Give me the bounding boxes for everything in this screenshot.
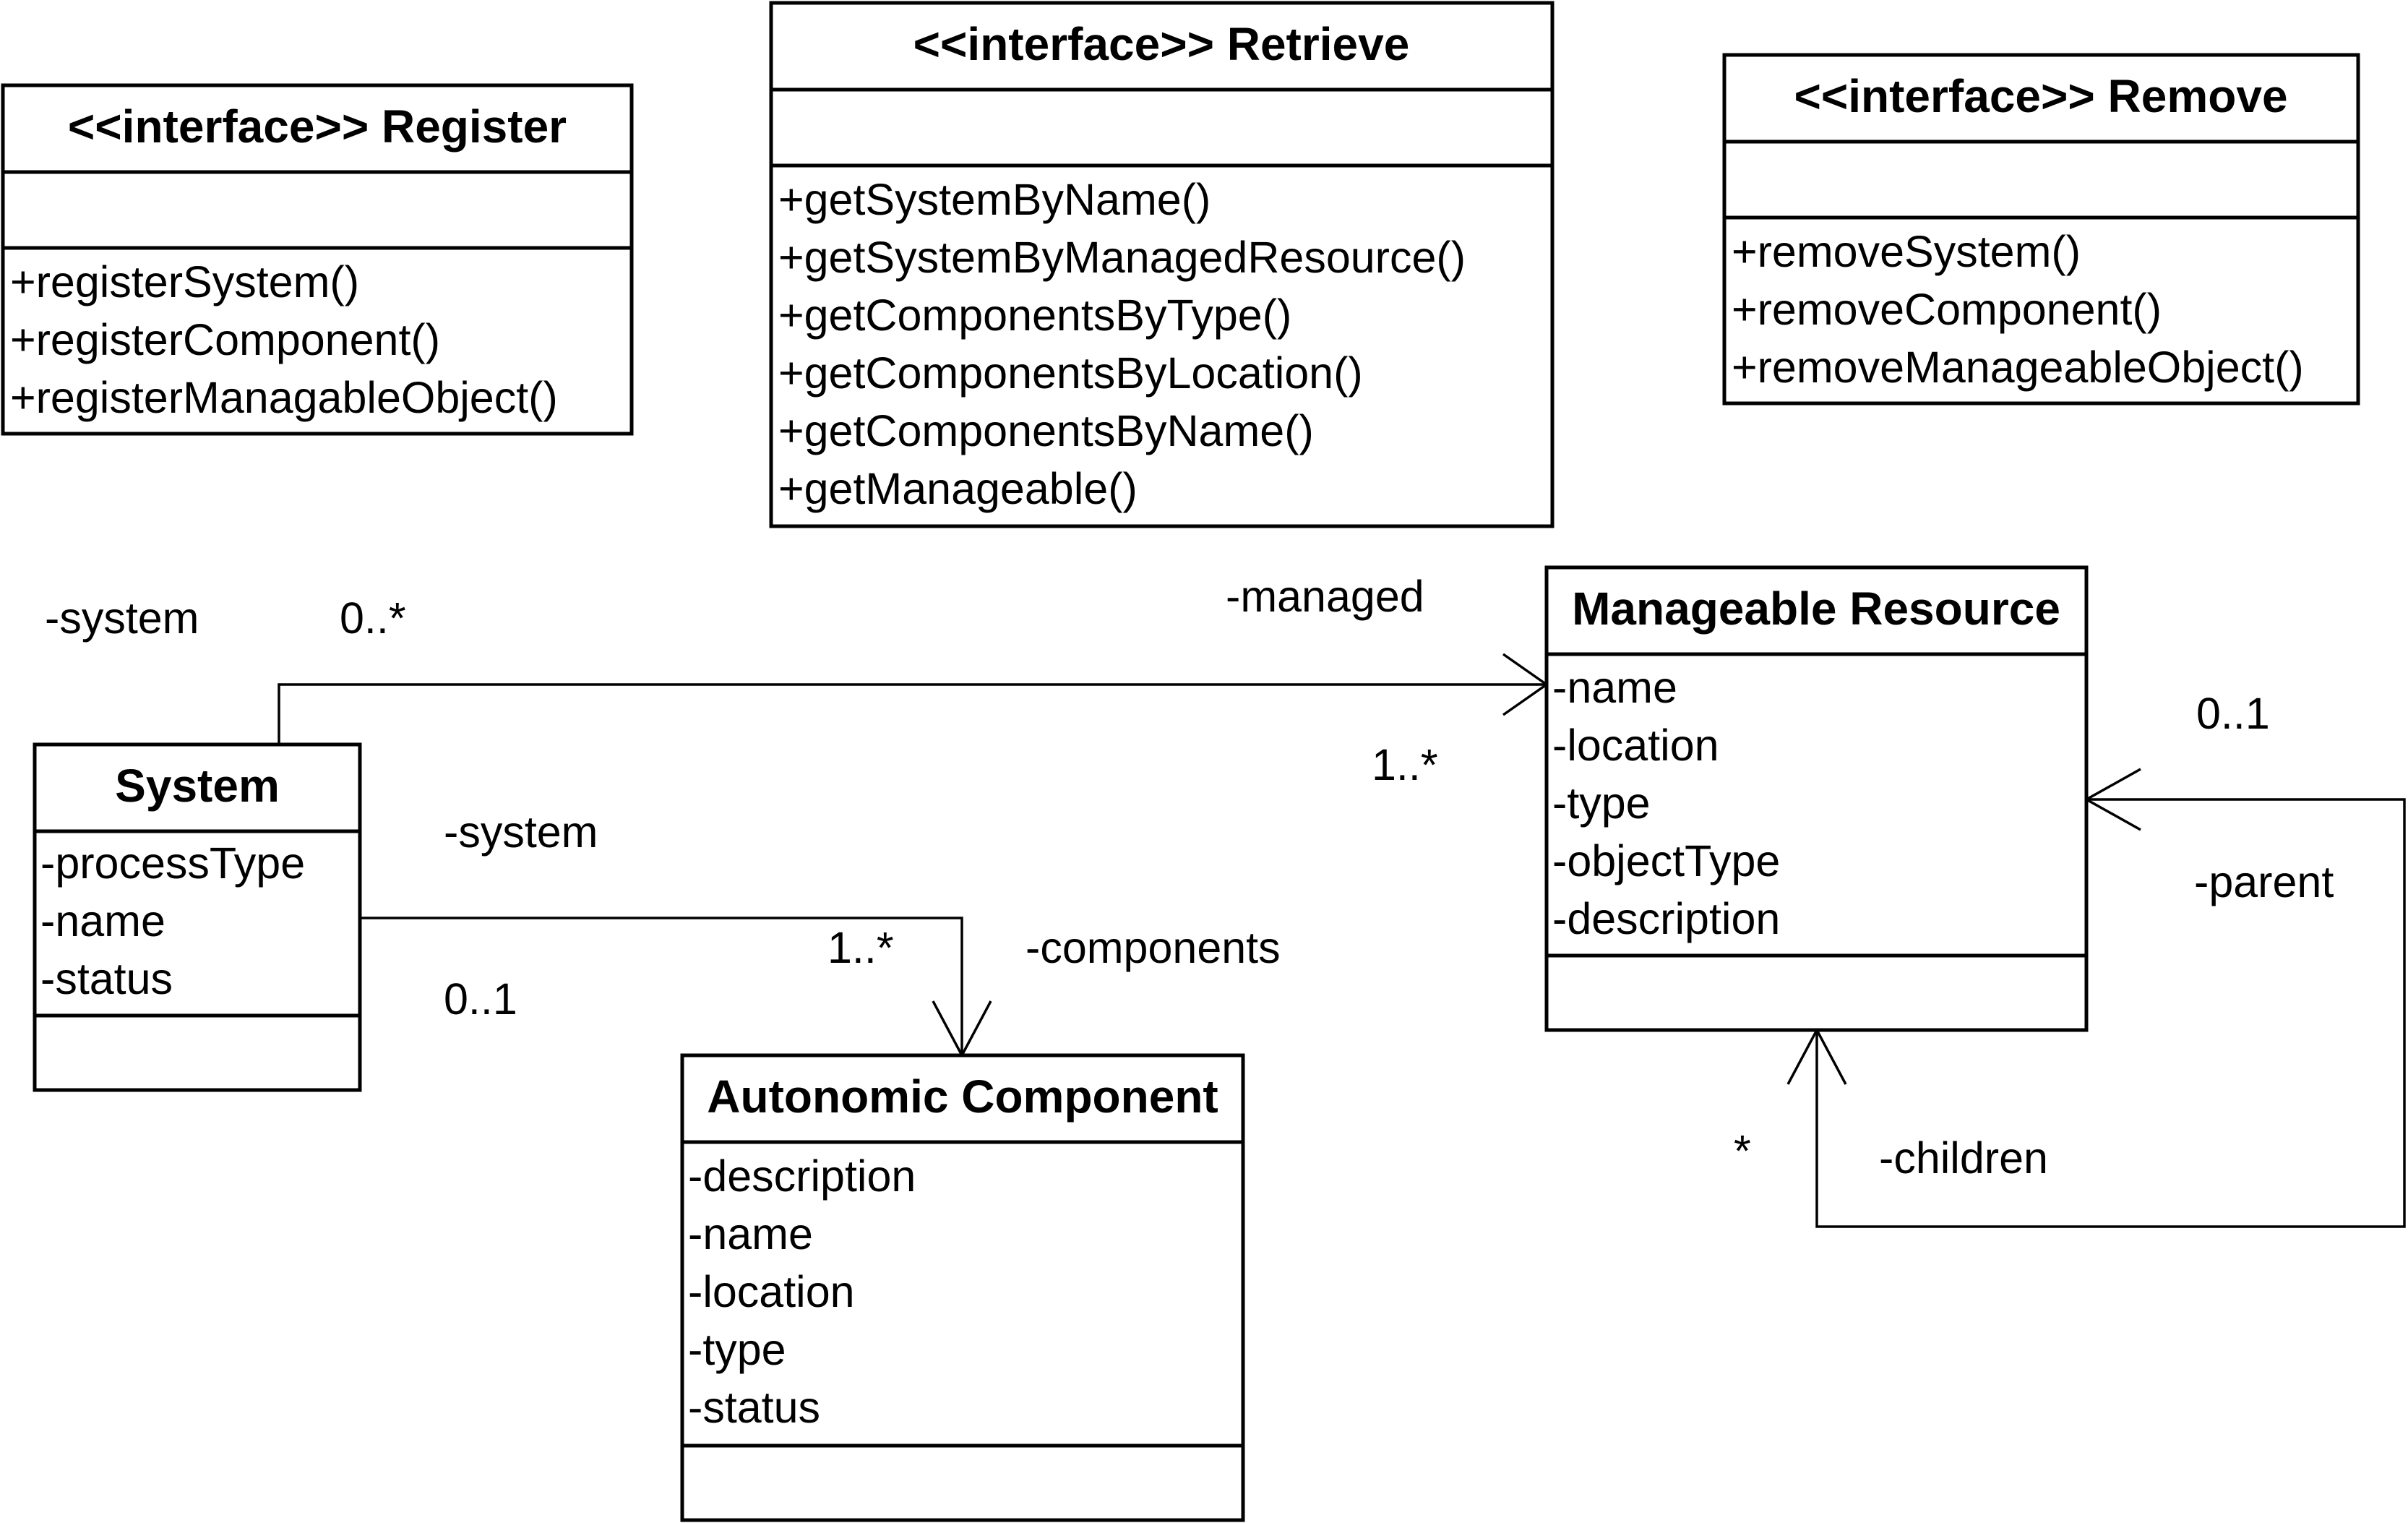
retrieve-operation: +getSystemByManagedResource() [778,233,1466,282]
system-attribute: -processType [40,838,305,888]
system-managed-target-role: -managed [1226,572,1424,621]
autonomic-component-attribute: -type [688,1325,786,1374]
remove-class-name: <<interface>> Remove [1794,70,2287,122]
association-system-managed [278,653,1549,745]
resource-parent-multiplicity: 0..1 [2196,689,2270,738]
manageable-resource-box [1544,565,2089,1032]
retrieve-operation: +getComponentsByLocation() [778,348,1363,398]
class-system[interactable]: System -processType -name -status [33,742,362,1092]
register-operation: +registerComponent() [10,315,440,364]
system-components-target-multiplicity: 1..* [827,923,894,972]
autonomic-component-attribute: -name [688,1209,813,1258]
manageable-resource-attribute: -name [1552,663,1677,712]
class-autonomic-component[interactable]: Autonomic Component -description -name -… [680,1053,1245,1522]
resource-children-role: -children [1879,1133,2048,1183]
manageable-resource-attribute: -description [1552,894,1780,943]
autonomic-component-class-name: Autonomic Component [707,1071,1218,1123]
register-class-name: <<interface>> Register [68,100,567,153]
remove-operation: +removeSystem() [1732,227,2081,276]
retrieve-operation: +getComponentsByName() [778,406,1314,455]
manageable-resource-attribute: -objectType [1552,836,1780,885]
register-operation: +registerSystem() [10,257,359,306]
autonomic-component-attribute: -status [688,1383,820,1432]
system-box [33,742,362,1092]
system-class-name: System [115,760,280,812]
system-managed-line [278,683,1547,745]
retrieve-operation: +getSystemByName() [778,175,1211,224]
system-components-source-multiplicity: 0..1 [444,974,517,1024]
class-remove[interactable]: <<interface>> Remove +removeSystem() +re… [1722,53,2360,406]
retrieve-class-name: <<interface>> Retrieve [913,18,1410,70]
system-managed-target-multiplicity: 1..* [1372,740,1438,789]
class-manageable-resource[interactable]: Manageable Resource -name -location -typ… [1544,565,2089,1032]
system-components-line [360,917,963,1055]
resource-parent-role: -parent [2194,857,2334,906]
remove-box [1722,53,2360,406]
system-attribute: -status [40,954,173,1003]
system-attribute: -name [40,896,165,945]
system-components-target-role: -components [1025,923,1281,972]
autonomic-component-box [680,1053,1245,1522]
system-components-source-role: -system [444,807,598,857]
class-register[interactable]: <<interface>> Register +registerSystem()… [1,83,634,436]
resource-hierarchy-line [1815,798,2406,1228]
retrieve-operation: +getComponentsByType() [778,291,1291,340]
manageable-resource-attribute: -type [1552,778,1651,828]
remove-operation: +removeManageableObject() [1732,343,2304,392]
remove-operation: +removeComponent() [1732,285,2162,334]
manageable-resource-class-name: Manageable Resource [1572,583,2060,635]
retrieve-operation: +getManageable() [778,464,1138,513]
resource-children-multiplicity: * [1734,1126,1751,1175]
register-operation: +registerManagableObject() [10,373,558,422]
autonomic-component-attribute: -description [688,1151,916,1201]
register-box [1,83,634,436]
system-managed-source-multiplicity: 0..* [340,593,406,643]
manageable-resource-attribute: -location [1552,721,1719,770]
autonomic-component-attribute: -location [688,1267,855,1316]
class-retrieve[interactable]: <<interface>> Retrieve +getSystemByName(… [769,1,1555,528]
system-managed-source-role: -system [45,593,199,643]
